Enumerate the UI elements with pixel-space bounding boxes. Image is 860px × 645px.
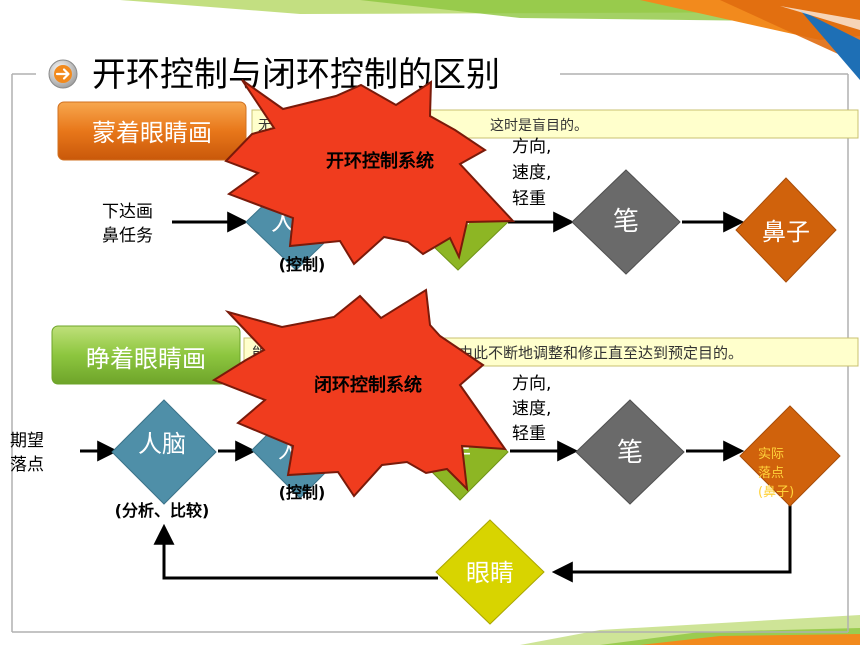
open-loop-pen-label: 笔 (613, 207, 639, 237)
closed-loop-adjust-line-3: 轻重 (512, 424, 546, 444)
open-loop-note-end: 这时是盲目的。 (490, 117, 588, 134)
closed-loop-result-line-2: 落点 (758, 466, 784, 481)
open-loop-section: 无法感知 这时是盲目的。 蒙着眼睛画 下达画 鼻任务 人 (控制) 手 方向, … (57, 79, 859, 283)
closed-loop-input-line-1: 期望 (10, 431, 44, 451)
closed-loop-adjust-line-2: 速度, (512, 399, 551, 419)
closed-loop-result-line-1: 实际 (758, 447, 784, 462)
closed-loop-brain-sub: (分析、比较) (115, 501, 210, 520)
closed-loop-note-end: 由此不断地调整和修正直至达到预定目的。 (458, 344, 743, 362)
open-loop-burst-label: 开环控制系统 (326, 150, 434, 172)
open-loop-input-line-2: 鼻任务 (102, 226, 153, 246)
closed-loop-pen-node (575, 399, 685, 505)
open-loop-header-box (57, 101, 247, 161)
open-loop-adjust-line-3: 轻重 (512, 189, 546, 209)
closed-loop-controller-sub: (控制) (279, 483, 326, 502)
closed-loop-result-line-3: (鼻子) (758, 484, 794, 500)
page-title: 开环控制与闭环控制的区别 (92, 55, 500, 95)
open-loop-pen-node (571, 169, 681, 275)
closed-loop-adjust-line-1: 方向, (512, 374, 551, 394)
closed-loop-input-line-2: 落点 (10, 455, 44, 475)
title-bullet-icon (48, 59, 78, 89)
closed-loop-pen-label: 笔 (617, 438, 643, 468)
open-loop-adjust-line-2: 速度, (512, 163, 551, 183)
open-loop-input-line-1: 下达画 (102, 202, 153, 222)
closed-loop-eye-node (435, 519, 545, 625)
closed-loop-starburst (211, 288, 508, 498)
open-loop-header: 蒙着眼睛画 (92, 119, 212, 147)
bottom-decoration (520, 615, 860, 645)
feedback-arrow-to-eye (551, 500, 792, 583)
closed-loop-header: 睁着眼睛画 (86, 345, 206, 373)
closed-loop-eye-label: 眼睛 (466, 559, 514, 587)
closed-loop-brain-node (111, 399, 217, 505)
open-loop-adjust-line-1: 方向, (512, 137, 551, 157)
closed-loop-brain-label: 人脑 (138, 430, 186, 458)
closed-loop-section: 能 由此不断地调整和修正直至达到预定目的。 睁着眼睛画 期望 落点 人脑 (分析… (10, 288, 859, 625)
open-loop-result-node (735, 177, 837, 283)
top-decoration (0, 0, 860, 80)
closed-loop-result-node (739, 405, 841, 507)
closed-loop-burst-label: 闭环控制系统 (314, 374, 422, 396)
feedback-arrow-to-brain (153, 523, 438, 580)
open-loop-starburst (224, 79, 516, 266)
open-loop-result-label: 鼻子 (762, 218, 810, 246)
open-loop-controller-sub: (控制) (279, 255, 326, 274)
closed-loop-header-box (51, 325, 241, 385)
